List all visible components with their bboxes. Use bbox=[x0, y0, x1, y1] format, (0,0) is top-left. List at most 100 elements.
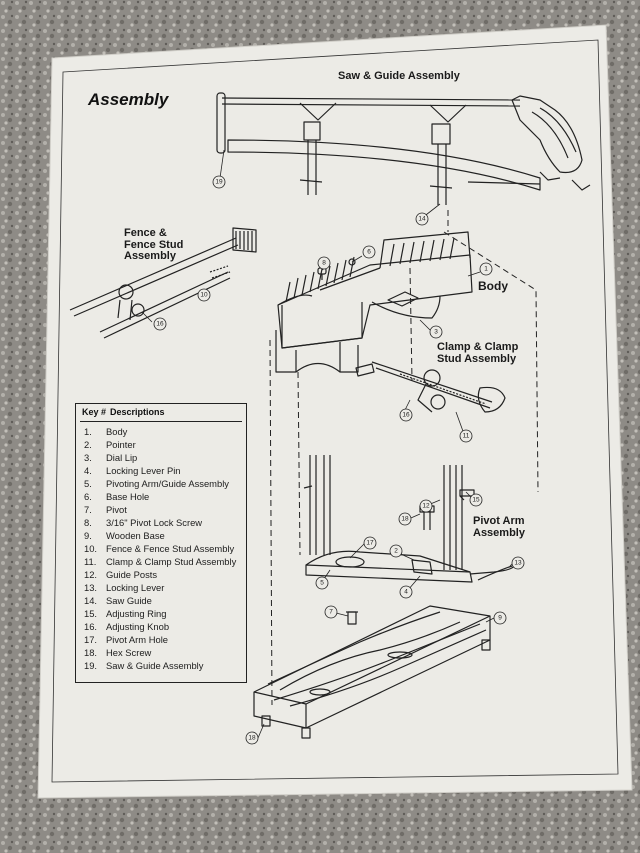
callout-text-14: 14 bbox=[418, 216, 426, 223]
callout-text-12: 12 bbox=[422, 503, 430, 510]
key-num: 10. bbox=[84, 543, 98, 554]
callout-5 bbox=[315, 576, 329, 590]
callout-text-10: 10 bbox=[200, 292, 208, 299]
callout-text-2: 2 bbox=[394, 548, 398, 555]
key-row: 7.Pivot bbox=[84, 504, 127, 515]
key-row: 5.Pivoting Arm/Guide Assembly bbox=[84, 478, 229, 489]
callout-18-base bbox=[245, 731, 259, 745]
key-row: 10. Fence & Fence Stud Assembly bbox=[84, 543, 234, 554]
callout-text-6: 6 bbox=[367, 249, 371, 256]
key-desc: Saw & Guide Assembly bbox=[106, 660, 204, 671]
callout-1 bbox=[479, 262, 493, 276]
key-desc: Wooden Base bbox=[106, 530, 165, 541]
key-row: 11. Clamp & Clamp Stud Assembly bbox=[84, 556, 236, 567]
key-num: 2. bbox=[84, 439, 92, 450]
key-row: 18.Hex Screw bbox=[84, 647, 151, 658]
key-desc: Saw Guide bbox=[106, 595, 152, 606]
callout-text-11: 11 bbox=[463, 433, 470, 440]
callouts bbox=[153, 175, 525, 745]
key-desc: Locking Lever bbox=[106, 582, 165, 593]
label-fence-line1: Fence & bbox=[124, 227, 167, 239]
key-desc: Adjusting Ring bbox=[106, 608, 167, 619]
callout-text-3: 3 bbox=[434, 329, 438, 336]
callout-3 bbox=[429, 325, 443, 339]
key-num: 1. bbox=[84, 426, 92, 437]
callout-18-pivot bbox=[398, 512, 412, 526]
paper bbox=[37, 24, 633, 799]
label-saw-guide-assembly: Saw & Guide Assembly bbox=[338, 70, 460, 82]
key-header-rule bbox=[80, 421, 242, 422]
key-num: 11. bbox=[84, 556, 97, 567]
page-title: Assembly bbox=[88, 90, 169, 109]
paper-border bbox=[51, 39, 619, 783]
clamp-stud-assembly-drawing bbox=[355, 361, 506, 413]
callout-19 bbox=[212, 175, 226, 189]
key-desc: Pivot bbox=[106, 504, 127, 515]
key-num: 8. bbox=[84, 517, 92, 528]
key-desc: Body bbox=[106, 426, 128, 437]
label-clamp-line1: Clamp & Clamp bbox=[437, 341, 519, 353]
key-row: 17. Pivot Arm Hole bbox=[84, 634, 168, 645]
key-desc: Clamp & Clamp Stud Assembly bbox=[106, 556, 237, 567]
callout-text-15: 15 bbox=[472, 497, 480, 504]
callout-text-8: 8 bbox=[322, 260, 326, 267]
callout-17 bbox=[363, 536, 377, 550]
label-pivot-line2: Assembly bbox=[473, 526, 525, 539]
label-body: Body bbox=[478, 279, 508, 293]
key-desc: Locking Lever Pin bbox=[106, 465, 181, 476]
callout-9 bbox=[493, 611, 507, 625]
key-row: 4. Locking Lever Pin bbox=[84, 465, 181, 476]
callout-text-18b: 18 bbox=[248, 735, 256, 742]
callout-2 bbox=[389, 544, 403, 558]
callout-8 bbox=[317, 256, 331, 270]
key-desc: Fence & Fence Stud Assembly bbox=[106, 543, 235, 554]
key-desc: Pivoting Arm/Guide Assembly bbox=[106, 478, 229, 489]
key-desc: Pointer bbox=[106, 439, 136, 450]
key-header: Key #Descriptions bbox=[82, 407, 165, 417]
label-fence-line2: Fence Stud bbox=[124, 238, 184, 251]
key-row: 19.Saw & Guide Assembly bbox=[84, 660, 203, 671]
label-clamp-line2: Stud Assembly bbox=[437, 352, 517, 365]
label-pivot-line1: Pivot Arm bbox=[473, 515, 525, 527]
callout-4 bbox=[399, 585, 413, 599]
callout-11 bbox=[459, 429, 473, 443]
key-num: 16. bbox=[84, 621, 98, 632]
key-row: 8.3/16" Pivot Lock Screw bbox=[84, 517, 202, 528]
callout-text-19: 19 bbox=[215, 179, 223, 186]
key-desc: Base Hole bbox=[106, 491, 150, 502]
callout-text-18a: 18 bbox=[401, 516, 409, 523]
callout-text-7: 7 bbox=[329, 609, 333, 616]
key-row: 15.Adjusting Ring bbox=[84, 608, 166, 619]
key-num: 4. bbox=[84, 465, 92, 476]
key-num: 6. bbox=[84, 491, 92, 502]
key-desc: Dial Lip bbox=[106, 452, 138, 463]
key-row: 9.Wooden Base bbox=[84, 530, 165, 541]
miter-box-body-drawing bbox=[275, 231, 473, 373]
key-row: 1. Body bbox=[84, 426, 127, 437]
callout-text-9: 9 bbox=[498, 615, 502, 622]
callout-16-clamp bbox=[399, 408, 413, 422]
callout-text-4: 4 bbox=[404, 589, 408, 596]
key-num: 12. bbox=[84, 569, 98, 580]
key-num: 18. bbox=[84, 647, 98, 658]
key-row: 14. Saw Guide bbox=[84, 595, 152, 606]
key-row: 3.Dial Lip bbox=[84, 452, 137, 463]
key-num: 14. bbox=[84, 595, 98, 606]
fence-stud-assembly-drawing bbox=[69, 227, 257, 339]
key-header-description: Descriptions bbox=[110, 407, 165, 417]
callout-14 bbox=[415, 212, 429, 226]
callout-16-fence bbox=[153, 317, 167, 331]
callout-text-5: 5 bbox=[320, 580, 324, 587]
key-row: 13. Locking Lever bbox=[84, 582, 164, 593]
key-num: 17. bbox=[84, 634, 98, 645]
label-clamp-assembly: Clamp & Clamp Stud Assembly bbox=[437, 341, 519, 365]
callout-text-16a: 16 bbox=[156, 321, 164, 328]
callout-10 bbox=[197, 288, 211, 302]
key-desc: Pivot Arm Hole bbox=[106, 634, 168, 645]
callout-text-17: 17 bbox=[366, 540, 374, 547]
callout-7 bbox=[324, 605, 338, 619]
callout-text-16b: 16 bbox=[402, 412, 410, 419]
wooden-base-drawing bbox=[253, 605, 491, 739]
key-num: 13. bbox=[84, 582, 98, 593]
